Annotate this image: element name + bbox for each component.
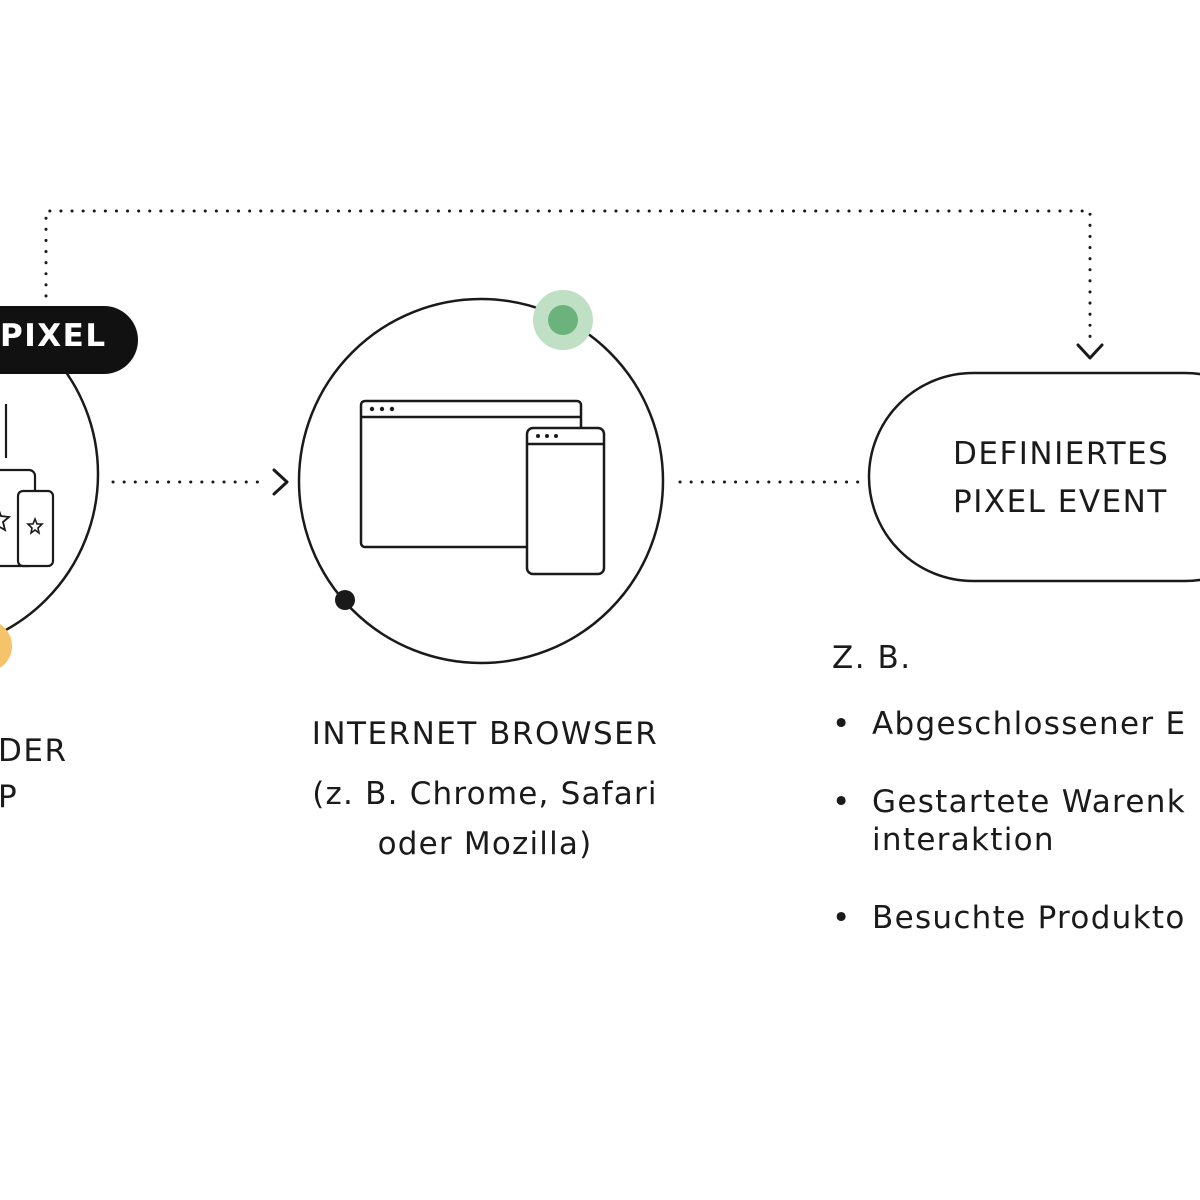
black-indicator-dot <box>335 590 355 610</box>
devices-icon <box>0 404 55 568</box>
website-caption-line2: P <box>0 779 19 815</box>
example-item: Gestartete Warenk interaktion <box>832 783 1186 859</box>
browser-title: INTERNET BROWSER <box>311 716 659 752</box>
browser-node-circle <box>297 297 665 665</box>
example-item-text: Abgeschlossener E <box>872 706 1187 742</box>
green-indicator-dot <box>548 305 578 335</box>
browser-subtitle-line1: (z. B. Chrome, Safari <box>312 776 658 812</box>
pixel-badge <box>0 306 138 374</box>
example-item: Abgeschlossener E <box>832 705 1186 743</box>
example-item-text: Besuchte Produkto <box>872 900 1186 936</box>
browser-window-dots <box>369 406 395 412</box>
website-caption-line1: DER <box>0 733 68 769</box>
example-item: Besuchte Produkto <box>832 899 1186 937</box>
examples-heading: Z. B. <box>832 640 912 676</box>
example-item-text: Gestartete Warenk <box>872 784 1186 820</box>
website-node-circle <box>0 313 100 635</box>
feedback-arrow-head <box>1076 343 1104 360</box>
examples-list: Abgeschlossener E Gestartete Warenk inte… <box>832 705 1186 937</box>
orange-indicator-dot <box>0 624 12 668</box>
connector-arrow-head <box>272 468 289 496</box>
event-label-line2: PIXEL EVENT <box>953 484 1168 520</box>
event-node-pill <box>867 371 1200 583</box>
browser-subtitle-line2: oder Mozilla) <box>377 826 593 862</box>
mobile-device-icon <box>525 426 606 576</box>
event-label-line1: DEFINIERTES <box>953 436 1170 472</box>
pixel-badge-label: PIXEL <box>0 318 107 354</box>
mobile-device-dots <box>536 434 558 438</box>
example-item-text-continued: interaktion <box>872 822 1055 858</box>
